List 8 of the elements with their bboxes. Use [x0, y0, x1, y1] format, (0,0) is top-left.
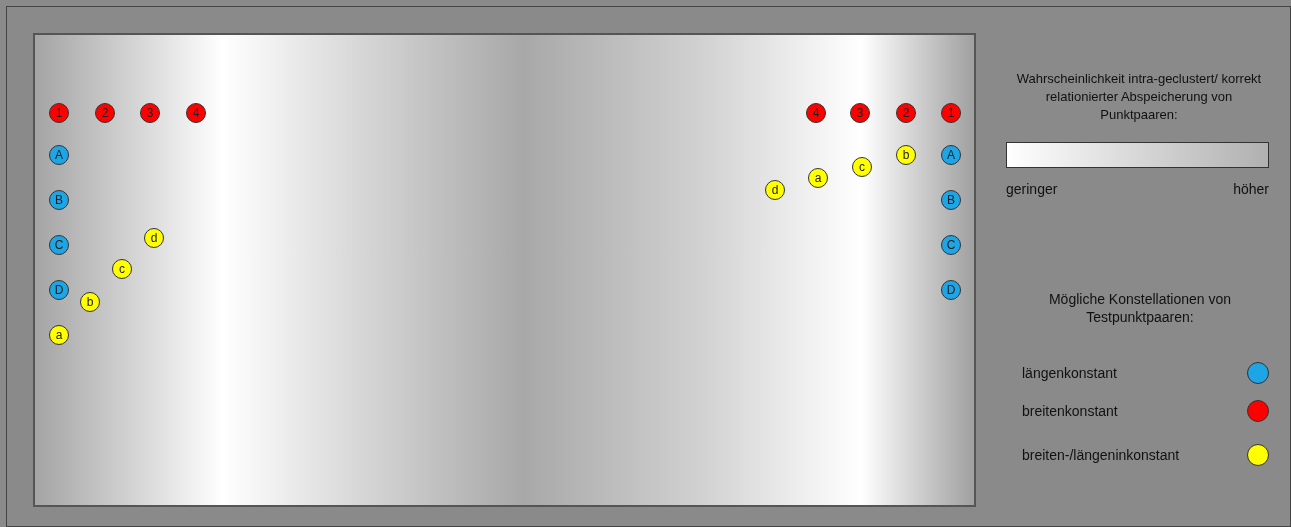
scale-label: höher	[1233, 180, 1269, 199]
legend-label: breiten-/längeninkonstant	[1022, 446, 1180, 464]
legend-label: breitenkonstant	[1022, 402, 1118, 420]
heading-text: Wahrscheinlichkeit intra-geclustert/ korrekt relationierter Abspeicherung von Punktpaaren:	[1015, 70, 1263, 124]
legend-heading: Mögliche Konstellationen von Testpunktpaaren:	[1047, 290, 1233, 326]
gradient-bar	[1006, 142, 1269, 168]
legend-label: längenkonstant	[1022, 364, 1117, 382]
scale-label: geringer	[1006, 180, 1058, 199]
